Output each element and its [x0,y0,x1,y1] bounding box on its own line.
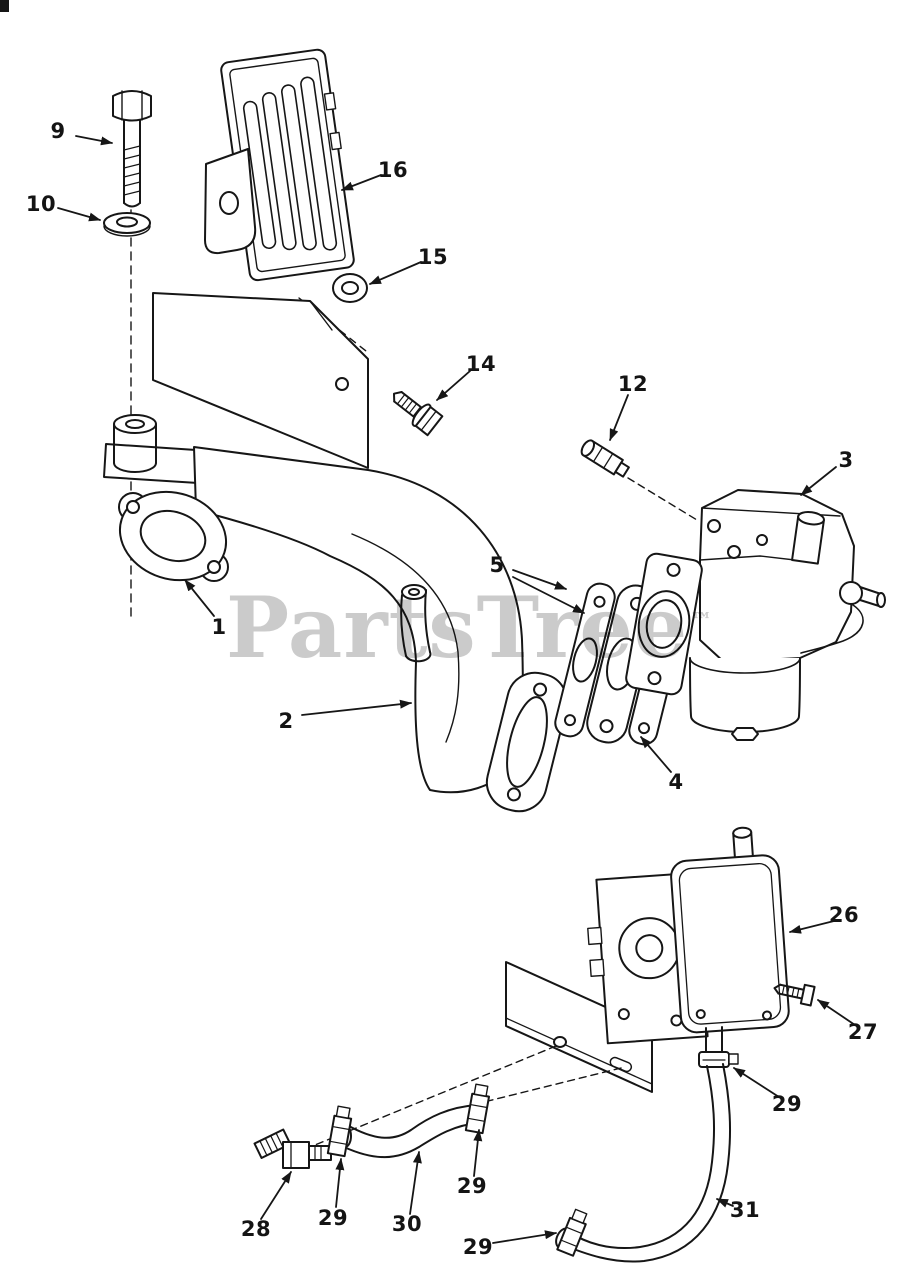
part-12-fitting [580,439,630,478]
part-29-clamp-hose-30-left [326,1105,353,1158]
part-29-clamp-hose-30-right [464,1083,491,1135]
part-29-clamp-pump-outlet [698,1026,739,1068]
leader-29a [733,1067,780,1098]
part-5-gasket-a [554,582,616,738]
leader-5a [512,569,567,590]
watermark-text: PartsTree [226,578,689,677]
leader-1 [184,579,215,617]
part-lower-bracket [505,961,653,1093]
part-2-outlet-flange [485,671,569,813]
leader-12 [609,394,629,441]
part-15-bushing [332,273,368,303]
part-26-fuel-pump [670,826,790,1034]
part-1-gasket [118,490,229,582]
leader-3 [800,466,837,496]
leader-30 [409,1151,422,1215]
leader-2 [301,699,412,716]
leader-4 [640,736,672,773]
leader-29d [492,1230,557,1244]
carburetor-mount-flange [625,552,703,696]
corner-registration-mark [0,0,9,12]
part-30-fuel-hose-short [338,1103,485,1159]
part-29-clamp-hose-31 [556,1208,588,1257]
part-2-vacuum-nipple [400,584,432,663]
part-10-washer [103,212,151,237]
part-16-shield-bracket [204,148,257,255]
leader-29c [473,1129,483,1177]
leader-5b [512,576,585,614]
leader-26 [789,920,835,934]
part-27-screw [773,983,816,1007]
leader-31 [716,1198,734,1208]
leader-29b [335,1158,345,1208]
leader-27 [817,999,856,1026]
watermark: PartsTree™ [226,586,713,670]
part-2-intake-tube [193,446,524,794]
part-2-mounting-bracket [152,292,369,469]
part-9-hex-bolt [112,90,152,208]
part-2-inlet-boss [103,414,199,484]
leader-28 [260,1171,292,1220]
leader-15 [369,261,422,285]
part-3-carburetor [625,489,886,741]
leader-lines [57,135,856,1244]
fitting-alignment-dashes [627,477,698,521]
leader-10 [57,207,101,222]
leader-9 [75,135,113,146]
leader-14 [436,370,471,401]
part-28-elbow-fitting [253,1128,332,1169]
carburetor-inlet-stub [791,511,825,565]
watermark-tm-icon: ™ [690,608,714,634]
part-14-flange-bolt [392,391,444,437]
leader-16 [341,174,382,191]
